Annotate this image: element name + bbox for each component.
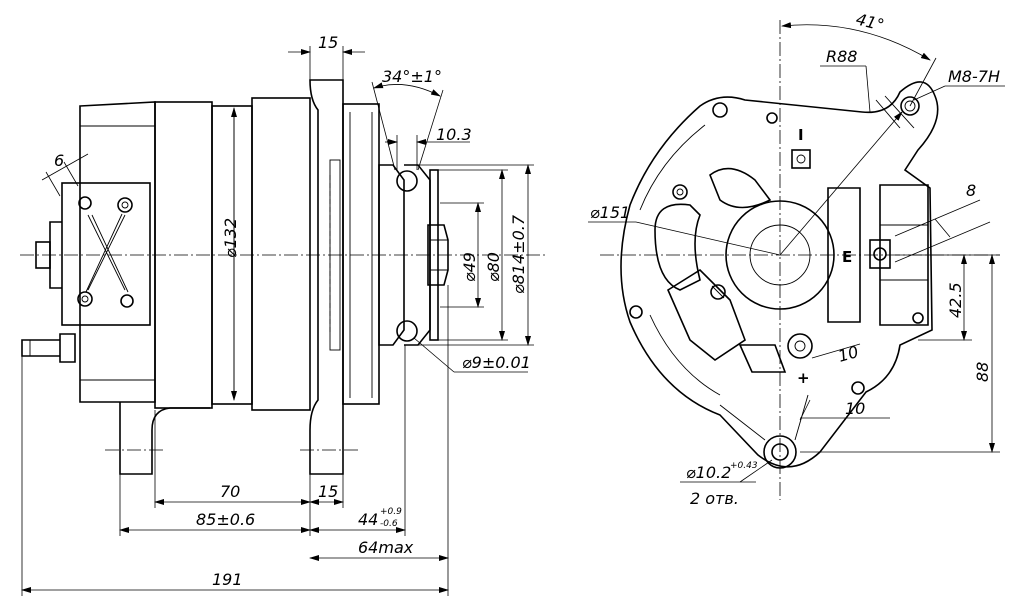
diode-block <box>827 187 861 323</box>
dim-body-dia: ⌀132 <box>221 218 240 258</box>
terminal-e-block <box>869 239 891 269</box>
mount-hole-right <box>912 312 924 324</box>
dim-10-a: 10 <box>836 342 861 366</box>
dim-angle: 34°±1° <box>382 67 442 86</box>
dim-8: 8 <box>966 181 976 200</box>
mark-i: I <box>798 126 804 144</box>
rear-foot <box>119 402 210 475</box>
dim-10-b: 10 <box>845 399 865 418</box>
dim-hole-count: 2 отв. <box>690 489 739 508</box>
side-view: 15 34°±1° 10.3 ⌀132 ⌀49 ⌀80 ⌀814±0.7 <box>20 33 545 596</box>
mount-hole-left <box>672 184 688 200</box>
pulley-belt-top <box>396 170 418 192</box>
dim-groove-width: 10.3 <box>436 125 472 144</box>
dim-hole-tol: +0.43 <box>730 461 758 471</box>
dim-belt-dia: ⌀9±0.01 <box>462 353 531 372</box>
terminal-i-block <box>791 149 811 169</box>
pulley-belt-bottom <box>396 320 418 342</box>
dim-pulley-inner-dia: ⌀80 <box>484 252 503 282</box>
dim-70: 70 <box>220 482 240 501</box>
terminal-plate <box>61 182 151 326</box>
dim-64max: 64max <box>358 538 414 557</box>
internal-rib-left <box>654 203 701 291</box>
dim-42-5: 42.5 <box>946 282 965 318</box>
mark-plus: + <box>797 369 810 387</box>
mark-e: E <box>842 248 852 266</box>
threaded-hole <box>900 96 920 116</box>
mount-hole-top-left <box>712 102 728 118</box>
brush-holder <box>666 268 746 361</box>
terminal-bolt-1 <box>78 196 92 210</box>
dim-flange-width: 15 <box>318 33 338 52</box>
bottom-mount-lug <box>763 435 797 469</box>
front-cover <box>251 97 311 411</box>
front-housing-outline <box>620 81 939 468</box>
mount-hole-top <box>766 112 778 124</box>
dim-r88: R88 <box>826 47 857 66</box>
mount-hole-bottom-left <box>629 305 643 319</box>
dim-44-tol-upper: +0.9 <box>380 507 402 517</box>
pulley <box>378 164 405 346</box>
central-hub <box>725 200 835 310</box>
front-flange <box>309 79 344 475</box>
mount-hole-bottom-right <box>851 381 865 395</box>
front-view: I E + 41° R88 M8-7H ⌀151 8 42.5 <box>588 9 1005 508</box>
dim-44-tol-lower: -0.6 <box>380 519 398 529</box>
dim-hub-dia: ⌀49 <box>460 252 479 282</box>
bottom-stud <box>21 333 76 363</box>
dim-terminal: 6 <box>54 151 64 170</box>
terminal-bolt-2 <box>117 197 133 213</box>
dim-85: 85±0.6 <box>196 510 255 529</box>
output-terminal <box>787 333 813 359</box>
dim-hole: ⌀10.2 <box>686 463 731 482</box>
dim-151: ⌀151 <box>590 203 630 222</box>
dim-44: 44 <box>358 510 378 529</box>
dim-pulley-outer-dia: ⌀814±0.7 <box>509 214 528 294</box>
bottom-mount-hole <box>771 443 789 461</box>
dim-191: 191 <box>212 570 243 589</box>
rear-housing <box>79 101 156 403</box>
terminal-bolt-4 <box>120 294 134 308</box>
fan-disc <box>342 103 380 405</box>
terminal-bolt-3 <box>77 291 93 307</box>
dim-88: 88 <box>973 362 992 382</box>
dim-foot-15: 15 <box>318 482 338 501</box>
dim-thread: M8-7H <box>948 67 1000 86</box>
